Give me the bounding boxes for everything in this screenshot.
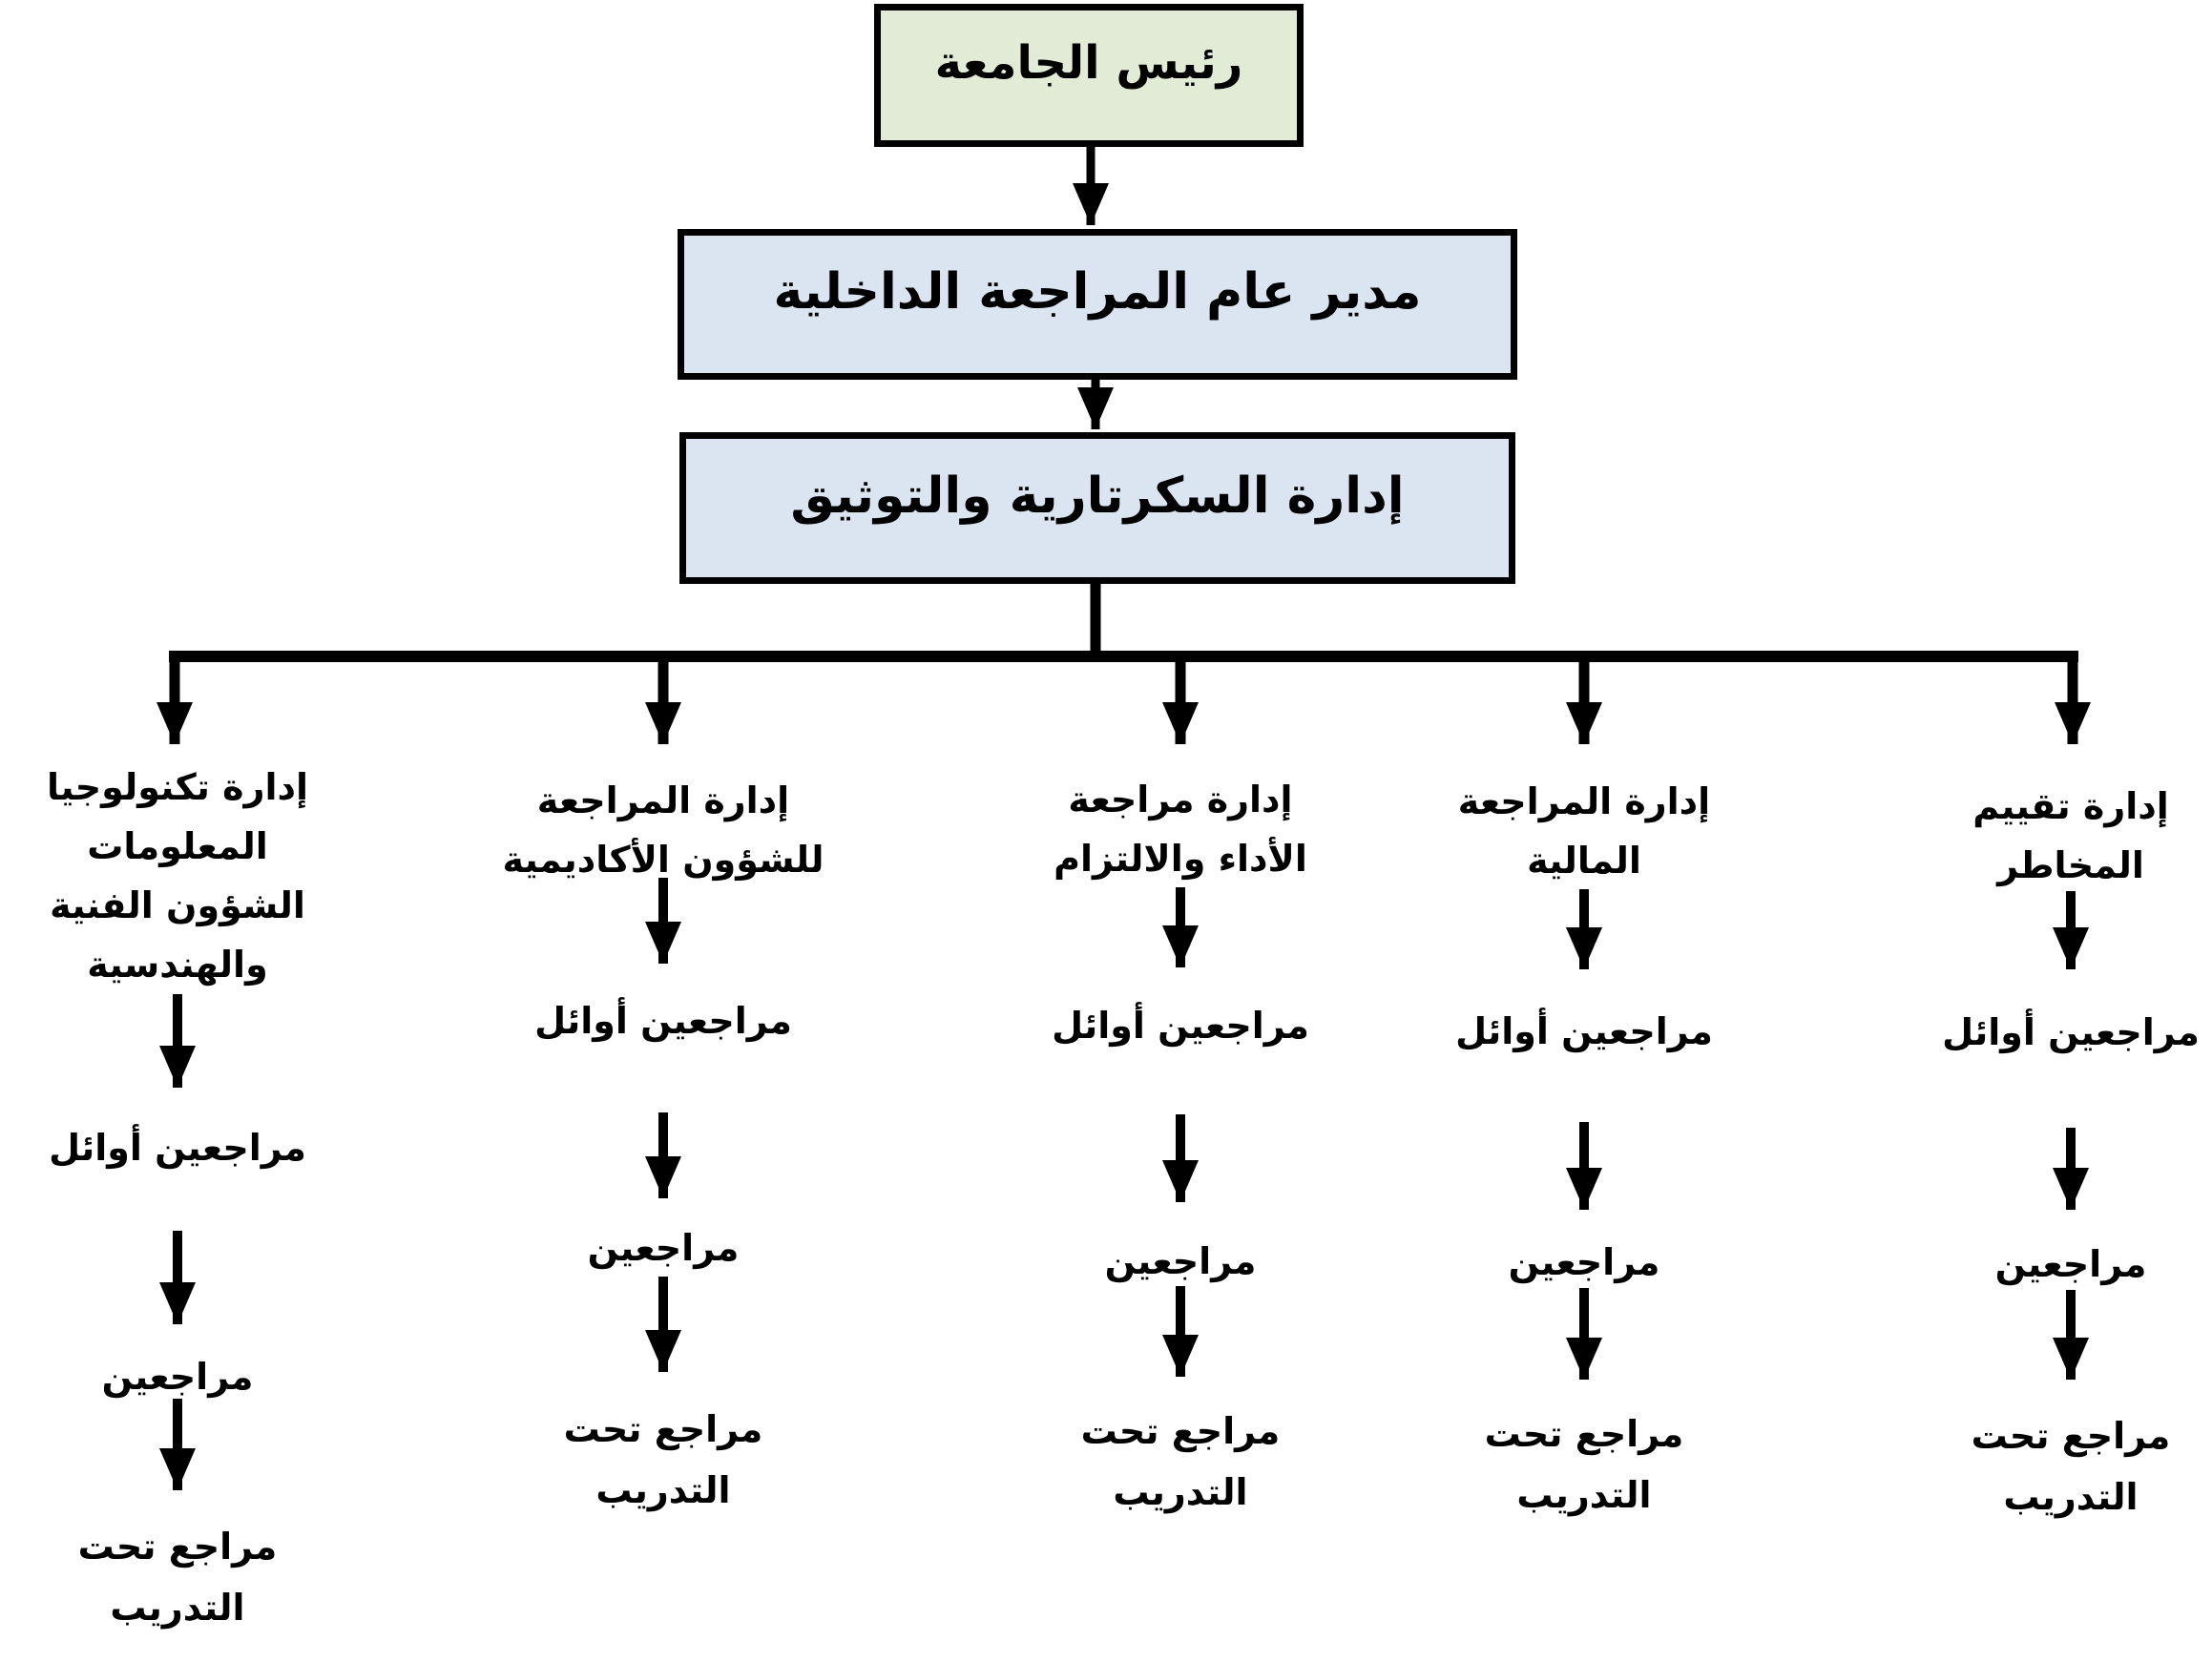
role-senior-auditors: مراجعين أوائل xyxy=(1052,1005,1309,1047)
university-president-box: رئيس الجامعة xyxy=(874,4,1304,147)
role-auditors: مراجعين xyxy=(101,1356,254,1398)
department-title: إدارة تكنولوجيا المعلومات الشؤون الفنية … xyxy=(46,766,309,986)
role-trainee-auditor: مراجع تحت التدريب xyxy=(1080,1410,1281,1513)
role-trainee-auditor: مراجع تحت التدريب xyxy=(563,1408,763,1511)
role-trainee-auditor: مراجع تحت التدريب xyxy=(77,1526,278,1629)
role-trainee-auditor: مراجع تحت التدريب xyxy=(1484,1413,1684,1516)
university-president-label: رئيس الجامعة xyxy=(934,36,1243,90)
role-senior-auditors: مراجعين أوائل xyxy=(1942,1011,2200,1053)
role-senior-auditors: مراجعين أوائل xyxy=(49,1127,306,1169)
role-auditors: مراجعين xyxy=(1994,1243,2147,1285)
role-auditors: مراجعين xyxy=(1508,1241,1660,1283)
department-title: إدارة المراجعة للشؤون الأكاديمية xyxy=(502,779,824,881)
secretariat-documentation-label: إدارة السكرتارية والتوثيق xyxy=(790,467,1405,525)
role-senior-auditors: مراجعين أوائل xyxy=(1455,1010,1713,1052)
department-column-4: إدارة المراجعة المالية مراجعين أوائل مرا… xyxy=(1412,0,1756,1662)
department-title: إدارة المراجعة المالية xyxy=(1457,780,1711,882)
role-auditors: مراجعين xyxy=(1104,1240,1257,1282)
internal-audit-director-box: مدير عام المراجعة الداخلية xyxy=(678,229,1517,380)
department-title: إدارة تقييم المخاطر xyxy=(1972,785,2169,886)
department-column-2: إدارة المراجعة للشؤون الأكاديمية مراجعين… xyxy=(491,0,835,1662)
secretariat-documentation-box: إدارة السكرتارية والتوثيق xyxy=(679,432,1515,584)
department-column-1: إدارة تكنولوجيا المعلومات الشؤون الفنية … xyxy=(6,0,349,1662)
role-senior-auditors: مراجعين أوائل xyxy=(534,1000,792,1042)
role-auditors: مراجعين xyxy=(587,1227,740,1269)
department-column-5: إدارة تقييم المخاطر مراجعين أوائل مراجعي… xyxy=(1899,0,2212,1662)
role-trainee-auditor: مراجع تحت التدريب xyxy=(1971,1415,2171,1518)
internal-audit-director-label: مدير عام المراجعة الداخلية xyxy=(773,263,1422,321)
branch-drop-arrows xyxy=(157,651,2091,744)
department-column-3: إدارة مراجعة الأداء والالتزام مراجعين أو… xyxy=(1009,0,1352,1662)
department-title: إدارة مراجعة الأداء والالتزام xyxy=(1054,779,1307,880)
